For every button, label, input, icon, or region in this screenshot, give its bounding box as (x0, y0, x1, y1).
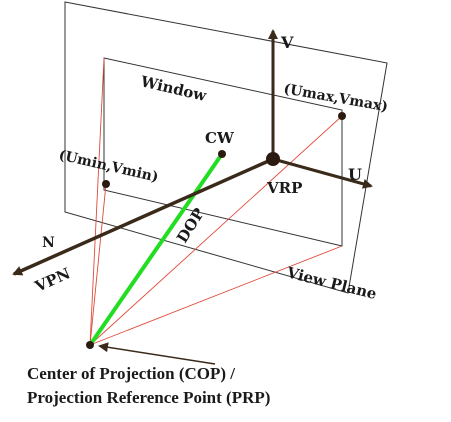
n-axis (12, 157, 274, 276)
v-axis-label: V (280, 33, 294, 52)
window-label: Window (138, 72, 209, 105)
umin-vmin-point (102, 180, 110, 188)
cw-label: CW (205, 129, 235, 147)
view-plane-label: View Plane (284, 263, 379, 303)
n-axis-label: N (42, 235, 55, 251)
cop-arrow (98, 342, 216, 365)
view-plane-outline (64, 1, 388, 294)
cop-caption: Center of Projection (COP) / Projection … (27, 362, 447, 410)
vpn-label: VPN (31, 264, 73, 296)
dop-line (88, 152, 224, 347)
u-axis-label: U (348, 165, 362, 184)
caption-line-1: Center of Projection (COP) / (27, 364, 236, 383)
cop-point (86, 341, 94, 349)
vrp-label: VRP (266, 179, 302, 197)
umax-vmax-point (338, 112, 346, 120)
projector-lines (89, 57, 343, 346)
umax-vmax-label: (Umax,Vmax) (282, 81, 389, 115)
umin-vmin-label: (Umin,Vmin) (57, 147, 160, 185)
u-axis (272, 157, 373, 189)
dop-label: DOP (173, 205, 208, 246)
cw-point (218, 150, 226, 158)
caption-line-2: Projection Reference Point (PRP) (27, 388, 271, 407)
vrp-point (266, 152, 280, 166)
